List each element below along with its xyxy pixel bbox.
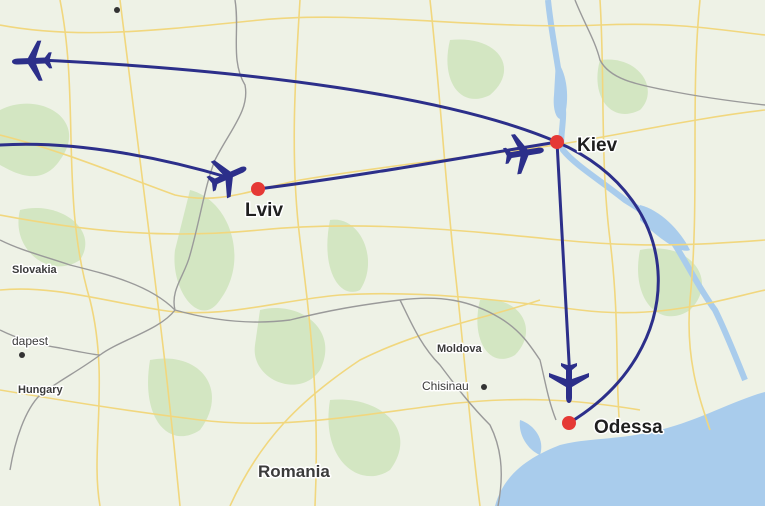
hungary-label: Hungary — [18, 384, 64, 396]
lviv-marker[interactable] — [251, 182, 265, 196]
vegetation-areas — [0, 39, 702, 477]
odessa-label: Odessa — [594, 417, 663, 438]
romania-label: Romania — [258, 462, 330, 481]
moldova-label: Moldova — [437, 343, 482, 355]
kiev-label: Kiev — [577, 135, 618, 156]
kiev-reservoir — [553, 60, 568, 119]
route-kiev-odessa — [555, 140, 572, 382]
lviv-label: Lviv — [245, 200, 283, 221]
route-kiev-west — [38, 58, 559, 144]
slovakia-label: Slovakia — [12, 264, 58, 276]
route-west-lviv — [0, 142, 232, 180]
budapest-label: dapest — [12, 334, 49, 348]
water-bodies — [495, 0, 765, 506]
chisinau-label: Chisinau — [422, 379, 469, 393]
city-markers — [251, 135, 576, 430]
route-odessa-kiev — [555, 140, 660, 425]
minor-city-dots — [19, 7, 487, 390]
black-sea — [495, 392, 765, 506]
kiev-marker[interactable] — [550, 135, 564, 149]
flight-routes — [0, 58, 660, 425]
odessa-marker[interactable] — [562, 416, 576, 430]
